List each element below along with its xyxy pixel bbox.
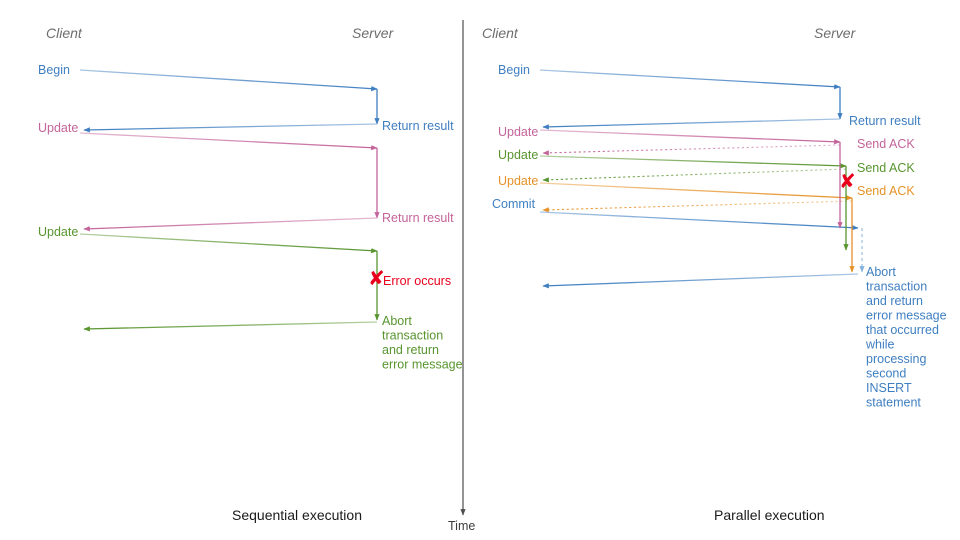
sequential-client-lane-header: Client (46, 25, 83, 41)
parallel-caption: Parallel execution (714, 507, 825, 523)
arrow-send-ack-2 (542, 168, 847, 183)
parallel-abort-note-line-3: and return (866, 294, 923, 308)
sequential-caption: Sequential execution (232, 507, 362, 523)
arrow-return-result (542, 118, 841, 130)
parallel-abort-note-line-10: statement (866, 396, 921, 410)
time-axis-label: Time (448, 519, 475, 533)
sequential-server-label-return-result-2: Return result (382, 211, 454, 225)
parallel-abort-note-line-4: error message (866, 309, 947, 323)
parallel-client-label-update-3: Update (498, 174, 538, 188)
parallel-server-label-return-result: Return result (849, 114, 921, 128)
parallel-server-label-send-ack-2: Send ACK (857, 161, 915, 175)
arrow-commit (539, 211, 859, 231)
arrow-update-3 (539, 182, 853, 201)
parallel-abort-note-line-9: INSERT (866, 381, 912, 395)
arrow-update-1 (539, 129, 841, 145)
arrow-abort-return (542, 273, 859, 289)
sequential-client-label-update-2: Update (38, 225, 78, 239)
parallel-abort-note-line-8: second (866, 367, 906, 381)
sequential-client-label-update-1: Update (38, 121, 78, 135)
parallel-abort-note-line-6: while (865, 338, 895, 352)
arrow-abort-return (83, 321, 378, 332)
sequential-abort-note-line-3: and return (382, 343, 439, 357)
sequential-abort-note-line-1: Abort (382, 314, 412, 328)
sequential-abort-note-line-4: error message (382, 358, 463, 372)
parallel-client-label-update-1: Update (498, 125, 538, 139)
sequential-server-lane-header: Server (352, 25, 395, 41)
arrow-layer (79, 20, 865, 516)
parallel-client-label-commit: Commit (492, 197, 536, 211)
parallel-client-label-update-2: Update (498, 148, 538, 162)
parallel-abort-note-line-5: that occurred (866, 323, 939, 337)
parallel-client-label-begin: Begin (498, 63, 530, 77)
parallel-server-label-send-ack-1: Send ACK (857, 137, 915, 151)
parallel-abort-note-line-1: Abort (866, 265, 896, 279)
arrow-return-result-2 (83, 217, 378, 232)
parallel-abort-note-line-2: transaction (866, 280, 927, 294)
arrow-send-ack-1 (542, 144, 841, 156)
arrow-update-2 (539, 155, 847, 169)
arrow-begin-request (539, 69, 841, 90)
arrow-update-2 (79, 233, 378, 254)
parallel-error-x-icon: ✘ (839, 171, 856, 193)
sequential-abort-note-line-2: transaction (382, 329, 443, 343)
arrow-send-ack-3 (542, 200, 853, 213)
sequential-server-label-return-result-1: Return result (382, 119, 454, 133)
sequential-error-x-icon: ✘ (368, 268, 385, 290)
arrow-begin-request (79, 69, 378, 92)
arrow-update-1 (79, 132, 378, 151)
parallel-server-lane-header: Server (814, 25, 857, 41)
arrow-return-result-1 (83, 123, 378, 133)
sequential-error-occurs-label: Error occurs (383, 274, 451, 288)
parallel-client-lane-header: Client (482, 25, 519, 41)
sequential-client-label-begin: Begin (38, 63, 70, 77)
parallel-server-label-send-ack-3: Send ACK (857, 184, 915, 198)
parallel-abort-note-line-7: processing (866, 352, 926, 366)
